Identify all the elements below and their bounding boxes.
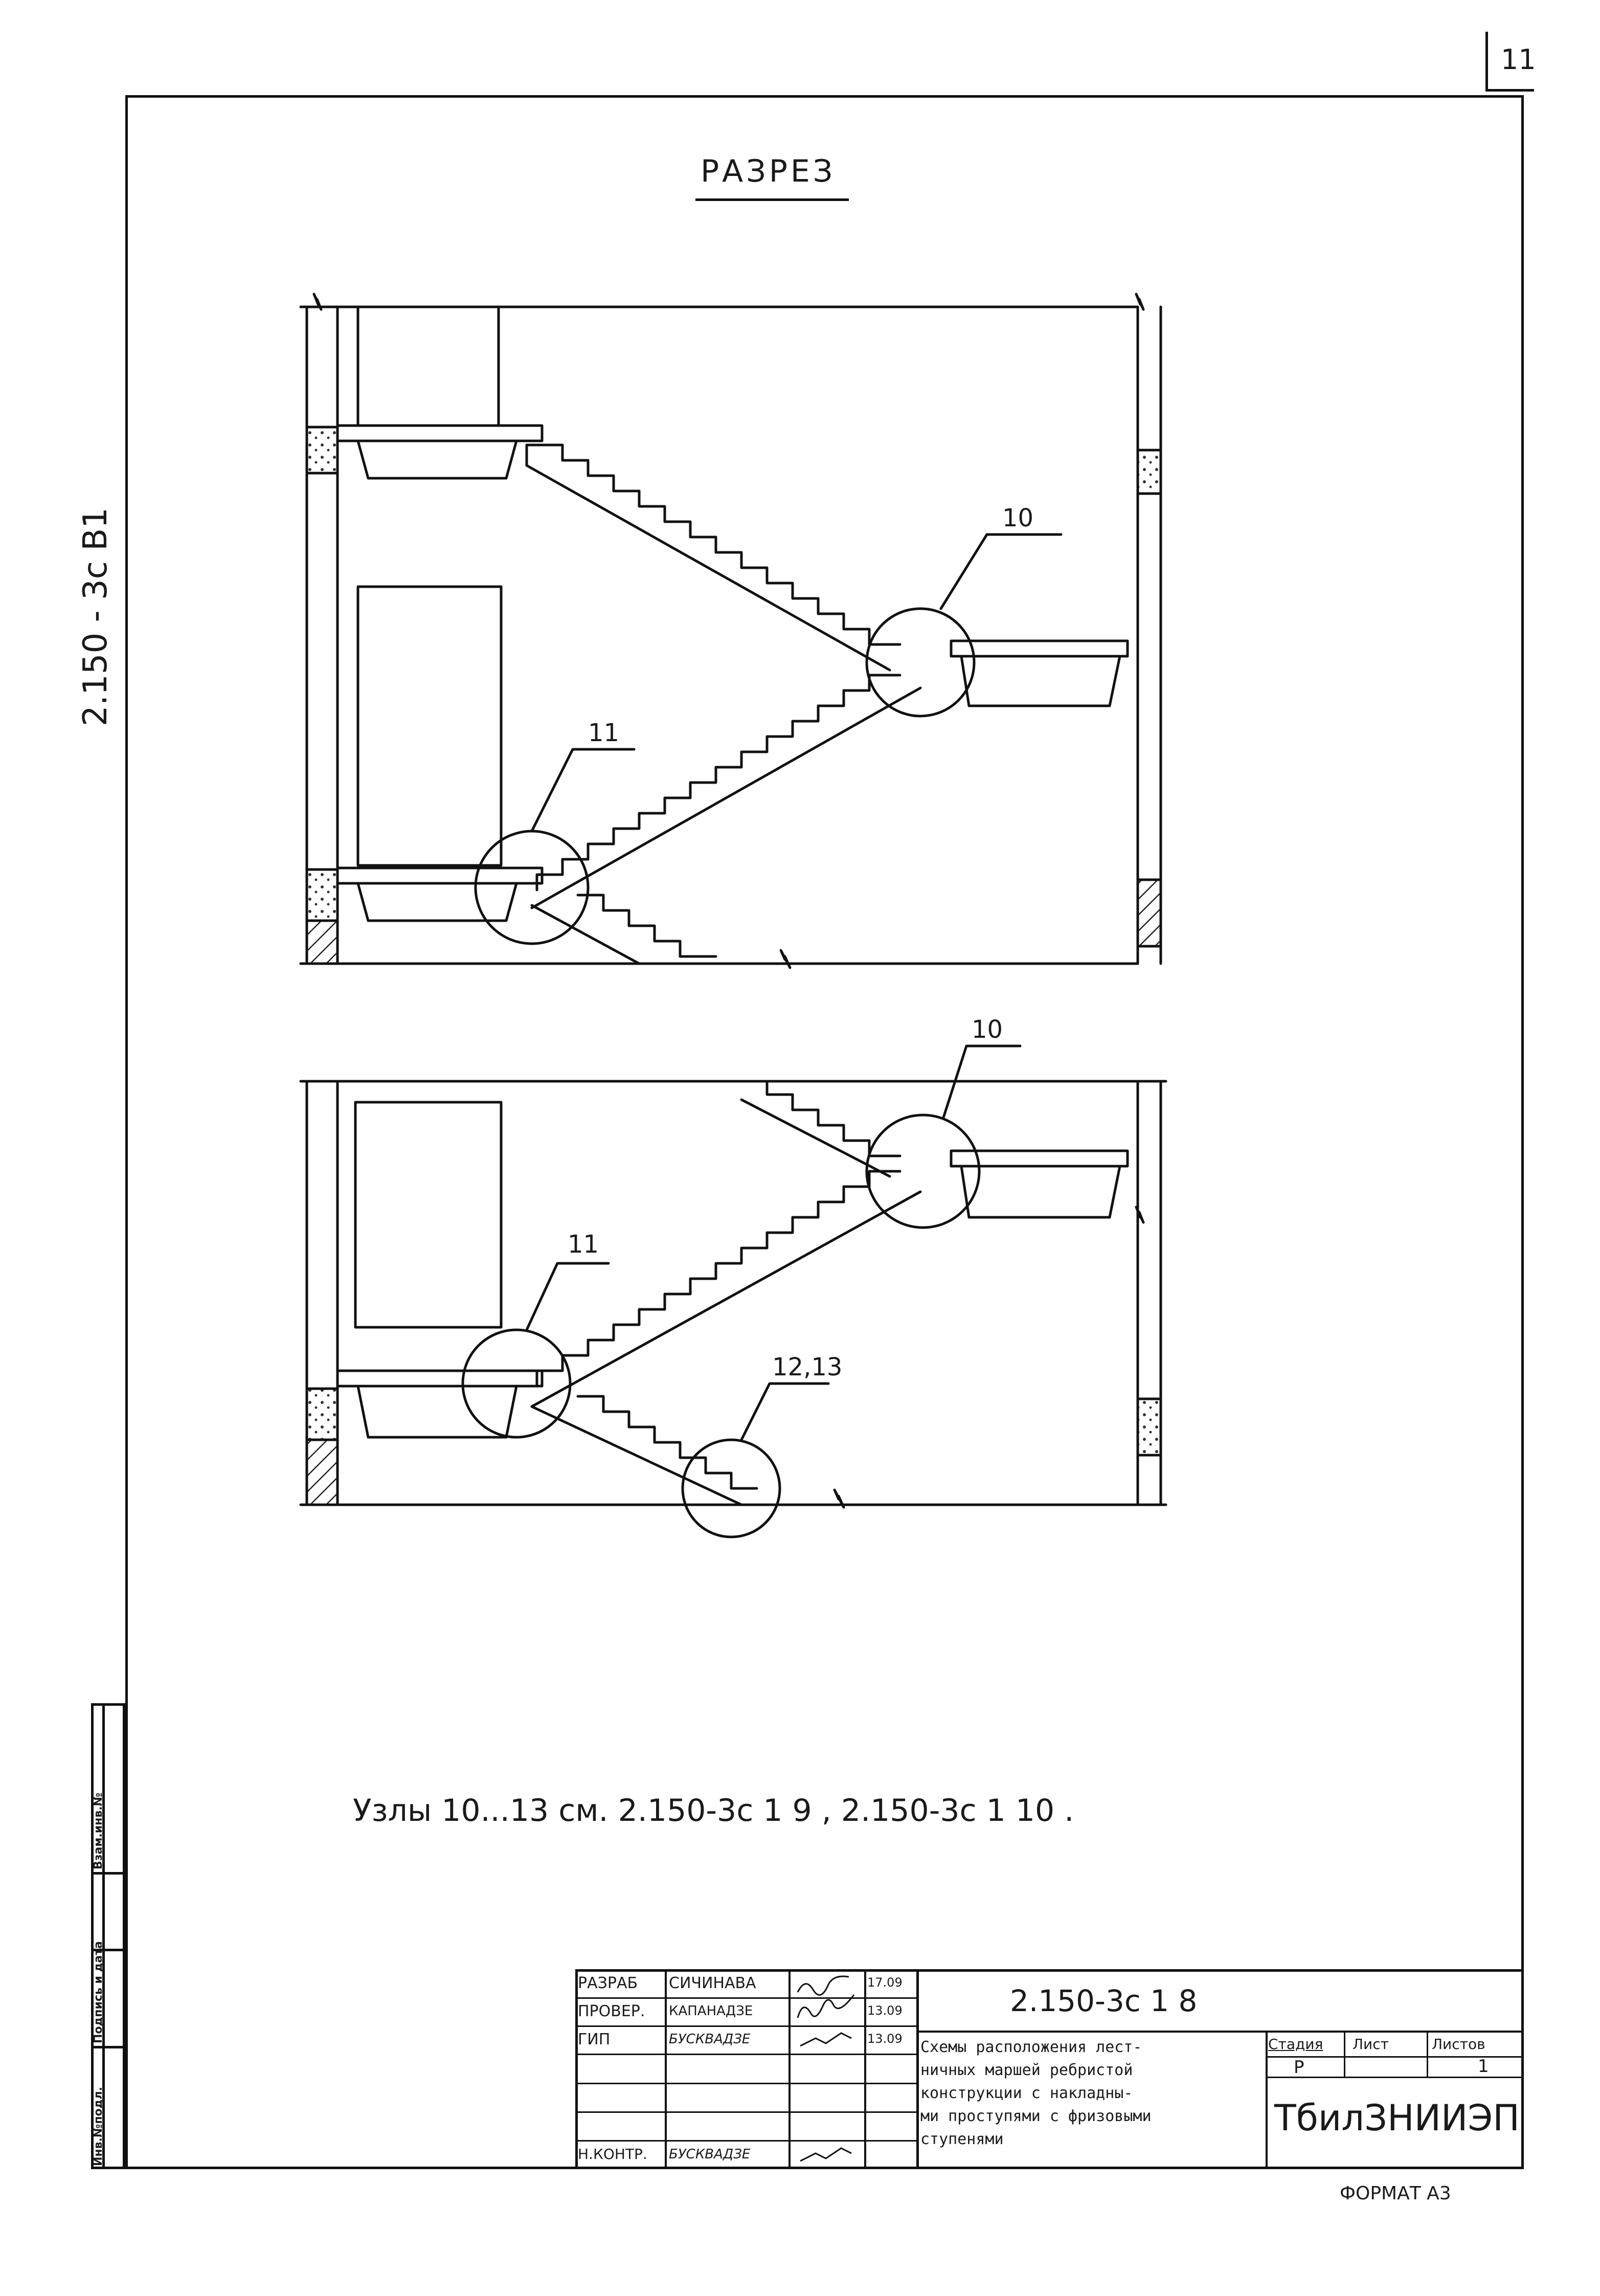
title-block [575,1969,1524,2169]
tb-desc-5: ступенями [920,2130,1004,2148]
sheet-number: 11 [1501,43,1536,76]
section-title: Разрез [701,153,836,189]
tb-desc-4: ми проступями с фризовыми [920,2107,1152,2125]
tb-role-1: Разраб [578,1974,638,1992]
upper-section [299,293,1162,969]
tb-sheets-value: 1 [1478,2056,1489,2077]
tb-desc-3: конструкции с накладны- [920,2084,1133,2102]
tb-name-2: Капанадзе [669,2003,753,2019]
tb-role-6: Н.контр. [578,2146,647,2163]
tb-date-1: 17.09 [867,1975,903,1990]
tb-organization: ТбилЗНИИЭП [1274,2097,1520,2139]
tb-sheet-label: Лист [1353,2036,1389,2053]
side-stamp [91,1703,125,2169]
tb-desc-1: Схемы расположения лест- [920,2038,1142,2056]
sheet-number-box [1485,32,1534,92]
tb-date-3: 13.09 [867,2032,903,2046]
drawing-frame [125,95,1524,2169]
tb-sheets-label: Листов [1432,2036,1485,2053]
tb-name-6: Бусквадзе [669,2147,751,2162]
nodes-reference-note: Узлы 10...13 см. 2.150-3с 1 9 , 2.150-3с… [353,1793,1074,1829]
tb-doc-code: 2.150-3с 1 8 [1010,1983,1198,2018]
format-label: Формат А3 [1340,2183,1451,2204]
tb-stage-value: Р [1294,2057,1304,2078]
tb-desc-2: ничных маршей ребристой [920,2061,1133,2079]
callout-lower-node-12-13: 12,13 [772,1353,843,1381]
title-underline [695,198,849,201]
tb-name-3: Бусквадзе [669,2032,751,2047]
tb-stage-label: Стадия [1268,2036,1323,2053]
tb-date-2: 13.09 [867,2003,903,2018]
callout-upper-node-11: 11 [588,719,620,747]
callout-lower-node-11: 11 [568,1230,599,1259]
callout-upper-node-10: 10 [1002,504,1034,532]
tb-name-1: Сичинава [669,1974,756,1992]
callout-lower-node-10: 10 [972,1015,1003,1044]
tb-role-2: Провер. [578,2002,645,2020]
tb-role-3: ГИП [578,2031,611,2048]
